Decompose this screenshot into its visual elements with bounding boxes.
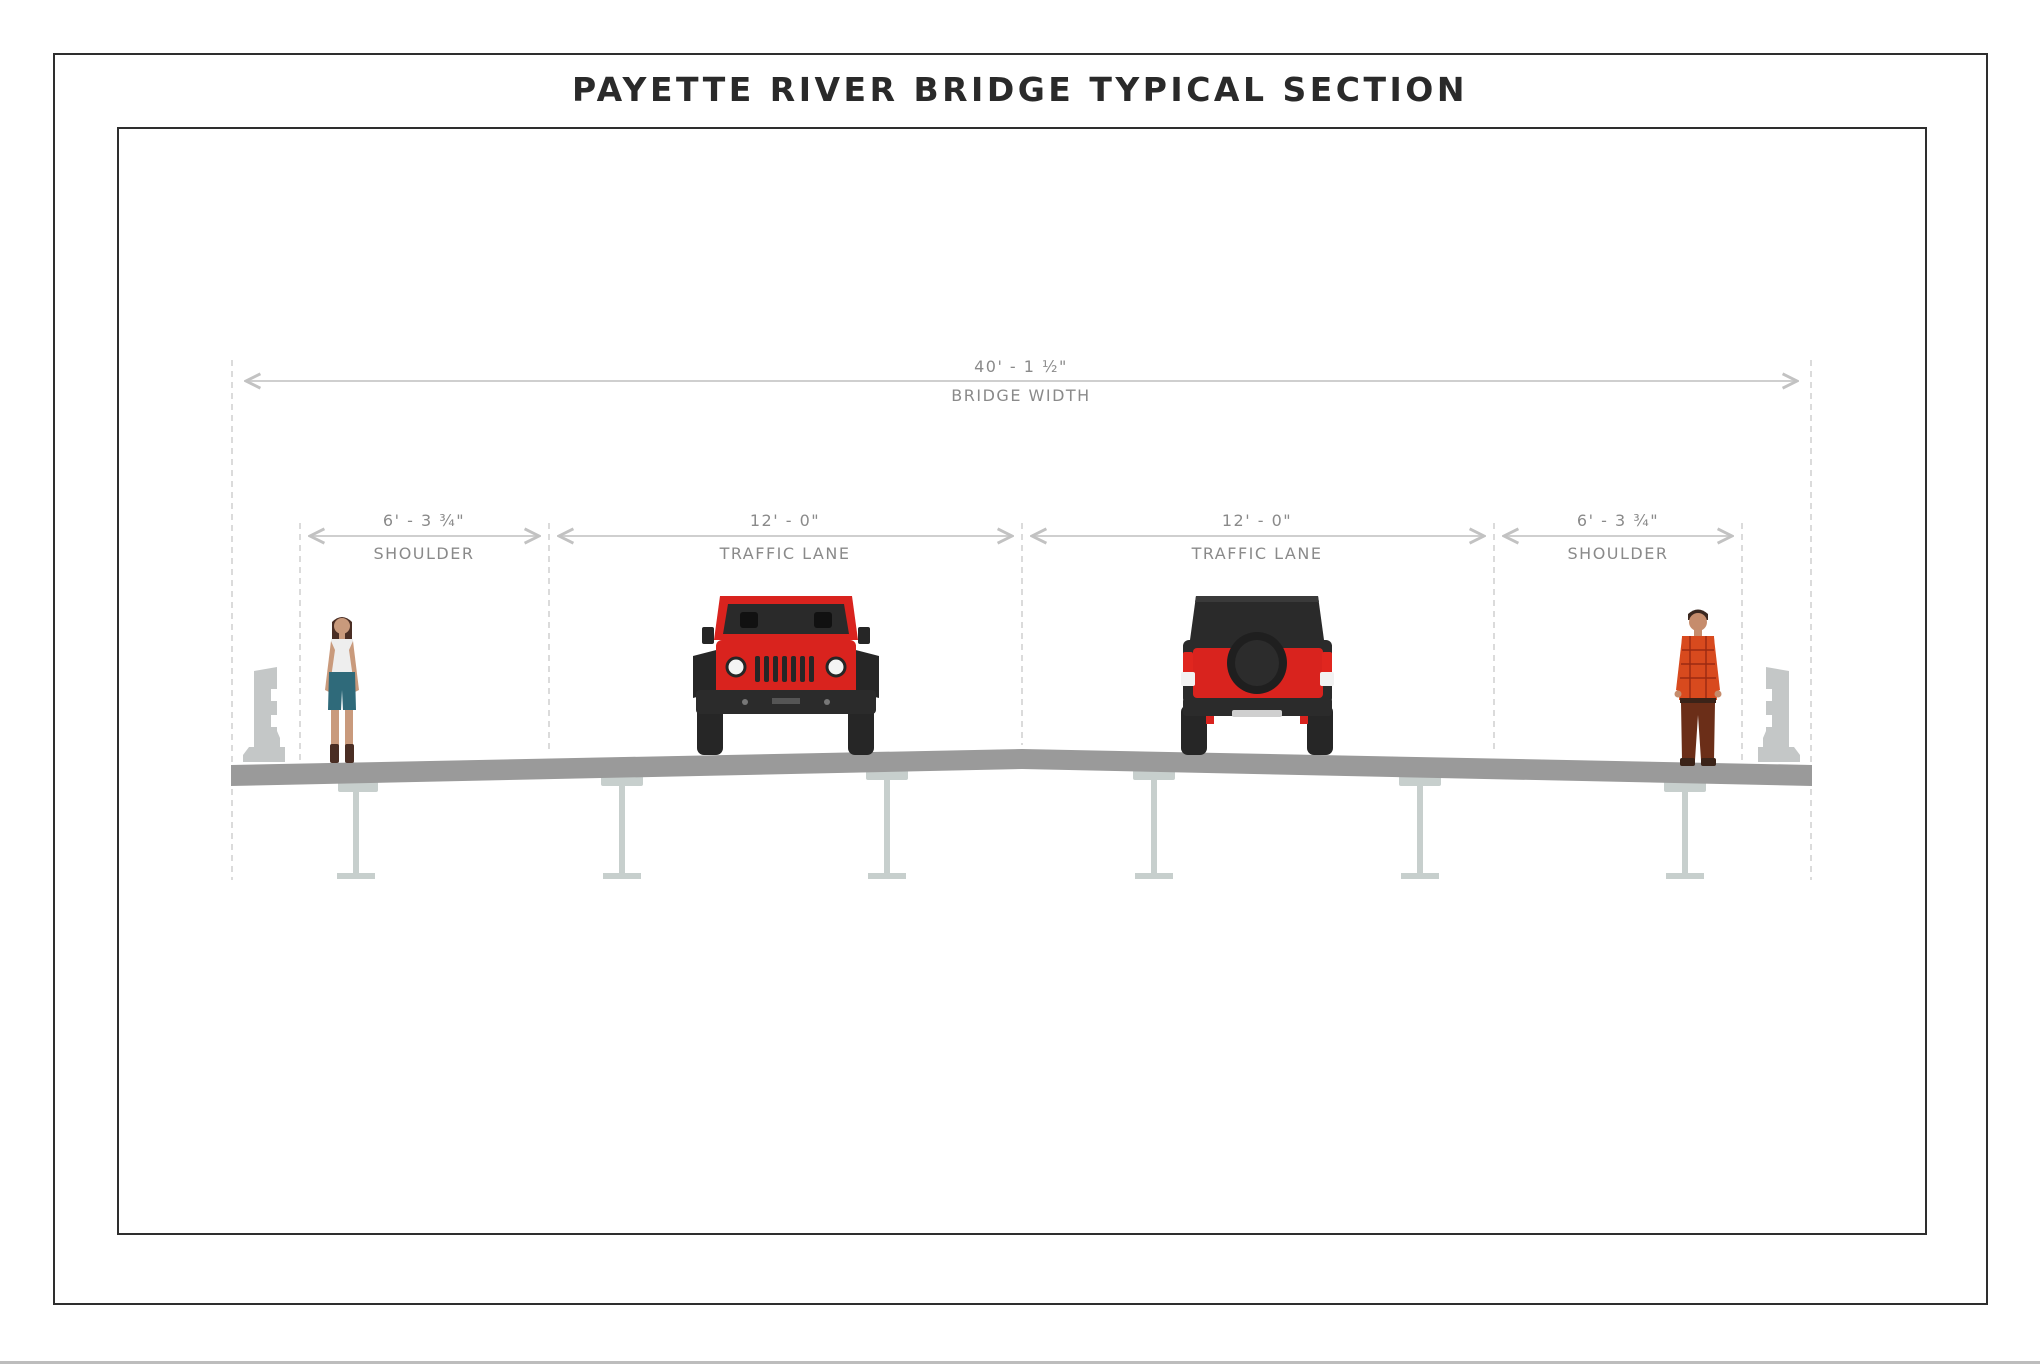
girder xyxy=(866,768,908,879)
overall-dimension-label: BRIDGE WIDTH xyxy=(951,386,1090,405)
extension-lines xyxy=(231,360,1812,880)
girder xyxy=(1133,768,1175,879)
segment-dimension-value: 12' - 0" xyxy=(750,511,820,530)
segment-dimension-value: 6' - 3 ¾" xyxy=(1577,511,1659,530)
segment-dimension-label: TRAFFIC LANE xyxy=(1191,544,1323,563)
segment-dimensions: 6' - 3 ¾" SHOULDER 12' - 0" TRAFFIC LANE… xyxy=(310,511,1732,563)
segment-dimension-label: SHOULDER xyxy=(374,544,475,563)
bottom-rule xyxy=(0,1361,2040,1364)
outer-frame xyxy=(53,53,1988,1305)
girders xyxy=(337,768,1706,879)
girder xyxy=(1399,774,1441,879)
segment-dimension-label: SHOULDER xyxy=(1568,544,1669,563)
left-barrier xyxy=(243,667,285,762)
girder xyxy=(1664,780,1706,879)
segment-dimension-value: 6' - 3 ¾" xyxy=(383,511,465,530)
segment-dimension-lane-right: 12' - 0" TRAFFIC LANE xyxy=(1032,511,1484,563)
man-pedestrian-icon xyxy=(1674,609,1722,766)
segment-dimension-shoulder-right: 6' - 3 ¾" SHOULDER xyxy=(1504,511,1732,563)
bridge-deck xyxy=(231,749,1812,786)
segment-dimension-value: 12' - 0" xyxy=(1222,511,1292,530)
segment-dimension-shoulder-left: 6' - 3 ¾" SHOULDER xyxy=(310,511,539,563)
overall-dimension: 40' - 1 ½" BRIDGE WIDTH xyxy=(246,357,1797,405)
right-barrier xyxy=(1758,667,1800,762)
segment-dimension-lane-left: 12' - 0" TRAFFIC LANE xyxy=(559,511,1012,563)
jeep-rear-icon xyxy=(1181,596,1334,755)
page-title: PAYETTE RIVER BRIDGE TYPICAL SECTION xyxy=(572,70,1468,109)
overall-dimension-value: 40' - 1 ½" xyxy=(974,357,1068,376)
girder xyxy=(601,774,643,879)
girder xyxy=(337,780,378,879)
jeep-front-icon xyxy=(693,596,879,755)
inner-frame xyxy=(117,127,1927,1235)
segment-dimension-label: TRAFFIC LANE xyxy=(719,544,851,563)
woman-pedestrian-icon xyxy=(325,617,359,763)
